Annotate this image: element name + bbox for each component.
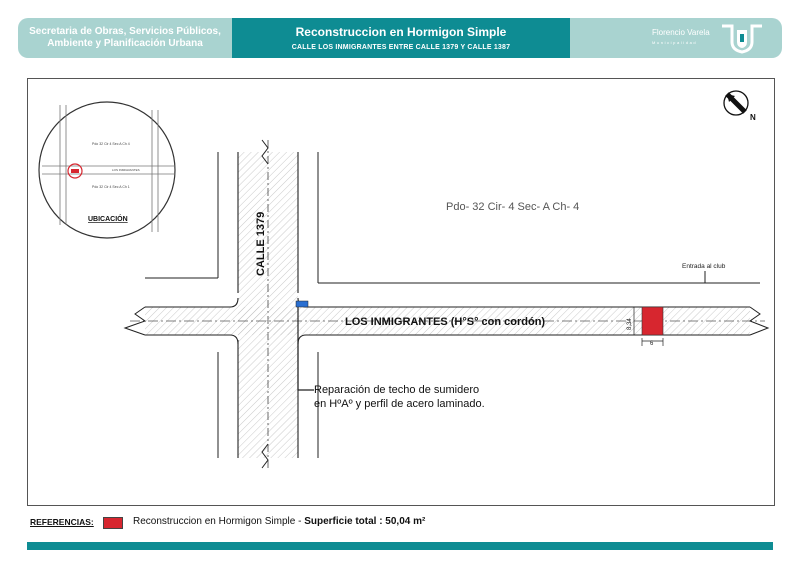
page-subtitle: CALLE LOS INMIGRANTES ENTRE CALLE 1379 Y… xyxy=(291,44,511,51)
reference-item-text: Reconstruccion en Hormigon Simple - xyxy=(133,516,305,527)
street-los-inmigrantes: LOS INMIGRANTES (H°S° con cordón) xyxy=(123,297,770,345)
reference-item-total: Superficie total : 50,04 m² xyxy=(304,516,426,527)
header: Secretaria de Obras, Servicios Públicos,… xyxy=(18,18,782,58)
street-label-horizontal: LOS INMIGRANTES (H°S° con cordón) xyxy=(345,316,545,328)
department-line-1: Secretaria de Obras, Servicios Públicos, xyxy=(29,26,221,37)
title-box: Reconstruccion en Hormigon Simple CALLE … xyxy=(232,18,570,58)
reference-description: Reconstruccion en Hormigon Simple - Supe… xyxy=(133,516,425,527)
footer-bar xyxy=(27,542,773,550)
department-line-2: Ambiente y Planificación Urbana xyxy=(47,38,203,49)
inset-text-2: LOS INMIGRANTES xyxy=(112,168,140,172)
club-entrance-label: Entrada al club xyxy=(682,263,726,270)
repair-area: 8,34 6 xyxy=(627,306,664,347)
references: REFERENCIAS: Reconstruccion en Hormigon … xyxy=(30,516,730,533)
logo-subtitle: Municipalidad xyxy=(652,40,698,45)
north-label: N xyxy=(750,113,756,122)
reference-swatch xyxy=(103,517,123,529)
street-calle-1379: CALLE 1379 xyxy=(145,139,760,470)
map-frame xyxy=(27,78,775,506)
dimension-height: 8,34 xyxy=(627,318,633,330)
street-label-vertical: CALLE 1379 xyxy=(255,212,267,276)
drain-repair: Reparación de techo de sumidero en HºAº … xyxy=(295,300,485,410)
inset-text-3: Pdo 32 Cir 4 Sec A Ch 1 xyxy=(92,185,130,189)
logo-box: Florencio Varela Municipalidad xyxy=(570,18,782,58)
department-box: Secretaria de Obras, Servicios Públicos,… xyxy=(18,18,232,58)
page-title: Reconstruccion en Hormigon Simple xyxy=(295,25,507,39)
parcel-label: Pdo- 32 Cir- 4 Sec- A Ch- 4 xyxy=(446,201,579,213)
drain-note-line-1: Reparación de techo de sumidero xyxy=(314,384,479,396)
club-entrance-marker: Entrada al club xyxy=(682,263,726,284)
logo-name: Florencio Varela xyxy=(652,28,710,37)
municipality-shield-icon xyxy=(722,24,762,54)
location-title: UBICACIÓN xyxy=(88,214,128,223)
location-inset: Pdo 32 Cir 4 Sec A Ch 4 LOS INMIGRANTES … xyxy=(38,101,176,239)
references-label: REFERENCIAS: xyxy=(30,517,94,527)
inset-text-1: Pdo 32 Cir 4 Sec A Ch 4 xyxy=(92,142,130,146)
dimension-width: 6 xyxy=(650,341,654,347)
drain-note-line-2: en HºAº y perfil de acero laminado. xyxy=(314,398,485,410)
north-arrow-icon: N xyxy=(723,90,756,122)
